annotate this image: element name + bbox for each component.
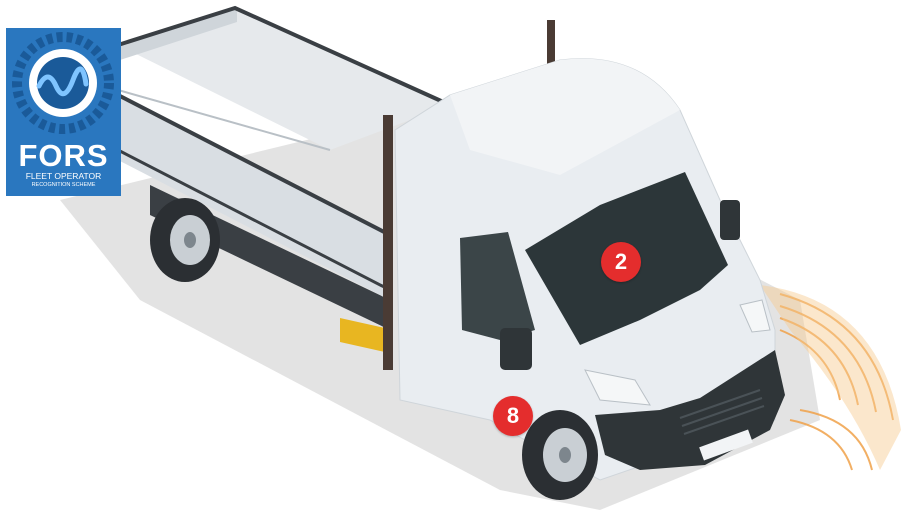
logo-subtitle-line1: FLEET OPERATOR [6,171,121,181]
fors-emblem-icon [6,28,121,138]
right-mirror [720,200,740,240]
windscreen-marker[interactable]: 2 [601,242,641,282]
left-mirror [500,328,532,370]
front-post [383,115,393,370]
side-marker[interactable]: 8 [493,396,533,436]
front-wheel [522,410,598,500]
logo-subtitle-line2: RECOGNITION SCHEME [6,182,121,189]
rear-wheel [150,198,220,282]
fors-logo: FORS FLEET OPERATOR RECOGNITION SCHEME [6,28,121,196]
logo-title: FORS [6,140,121,171]
